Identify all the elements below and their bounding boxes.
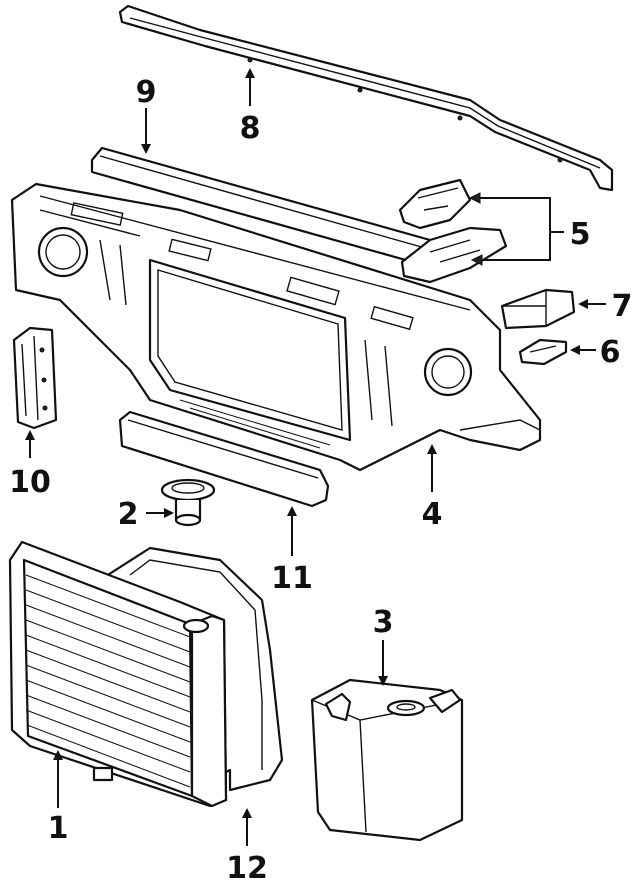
bracket-pair-part bbox=[398, 178, 508, 284]
side-bracket-part bbox=[12, 326, 58, 430]
radiator-support-part bbox=[10, 182, 542, 472]
callout-2: 2 bbox=[118, 497, 139, 532]
callout-10: 10 bbox=[9, 465, 51, 500]
callout-5: 5 bbox=[570, 217, 591, 252]
coolant-reservoir-part bbox=[310, 678, 464, 842]
filler-block-part bbox=[500, 288, 576, 330]
upper-tie-bar-part bbox=[118, 4, 614, 192]
callout-7: 7 bbox=[612, 289, 633, 324]
radiator-part bbox=[8, 540, 228, 808]
callout-3: 3 bbox=[373, 605, 394, 640]
callout-11: 11 bbox=[271, 561, 313, 596]
leader-lines bbox=[25, 68, 606, 846]
callout-12: 12 bbox=[226, 851, 268, 886]
leader-5 bbox=[474, 197, 564, 261]
lower-deflector-part bbox=[118, 410, 330, 508]
callout-4: 4 bbox=[422, 497, 443, 532]
callout-numbers: 1 2 3 4 5 6 7 8 9 10 11 12 bbox=[9, 75, 632, 886]
callout-9: 9 bbox=[136, 75, 157, 110]
callout-1: 1 bbox=[48, 811, 69, 846]
callout-6: 6 bbox=[600, 335, 621, 370]
callout-8: 8 bbox=[240, 111, 261, 146]
radiator-cap-part bbox=[160, 478, 216, 527]
pad-part bbox=[518, 338, 568, 366]
